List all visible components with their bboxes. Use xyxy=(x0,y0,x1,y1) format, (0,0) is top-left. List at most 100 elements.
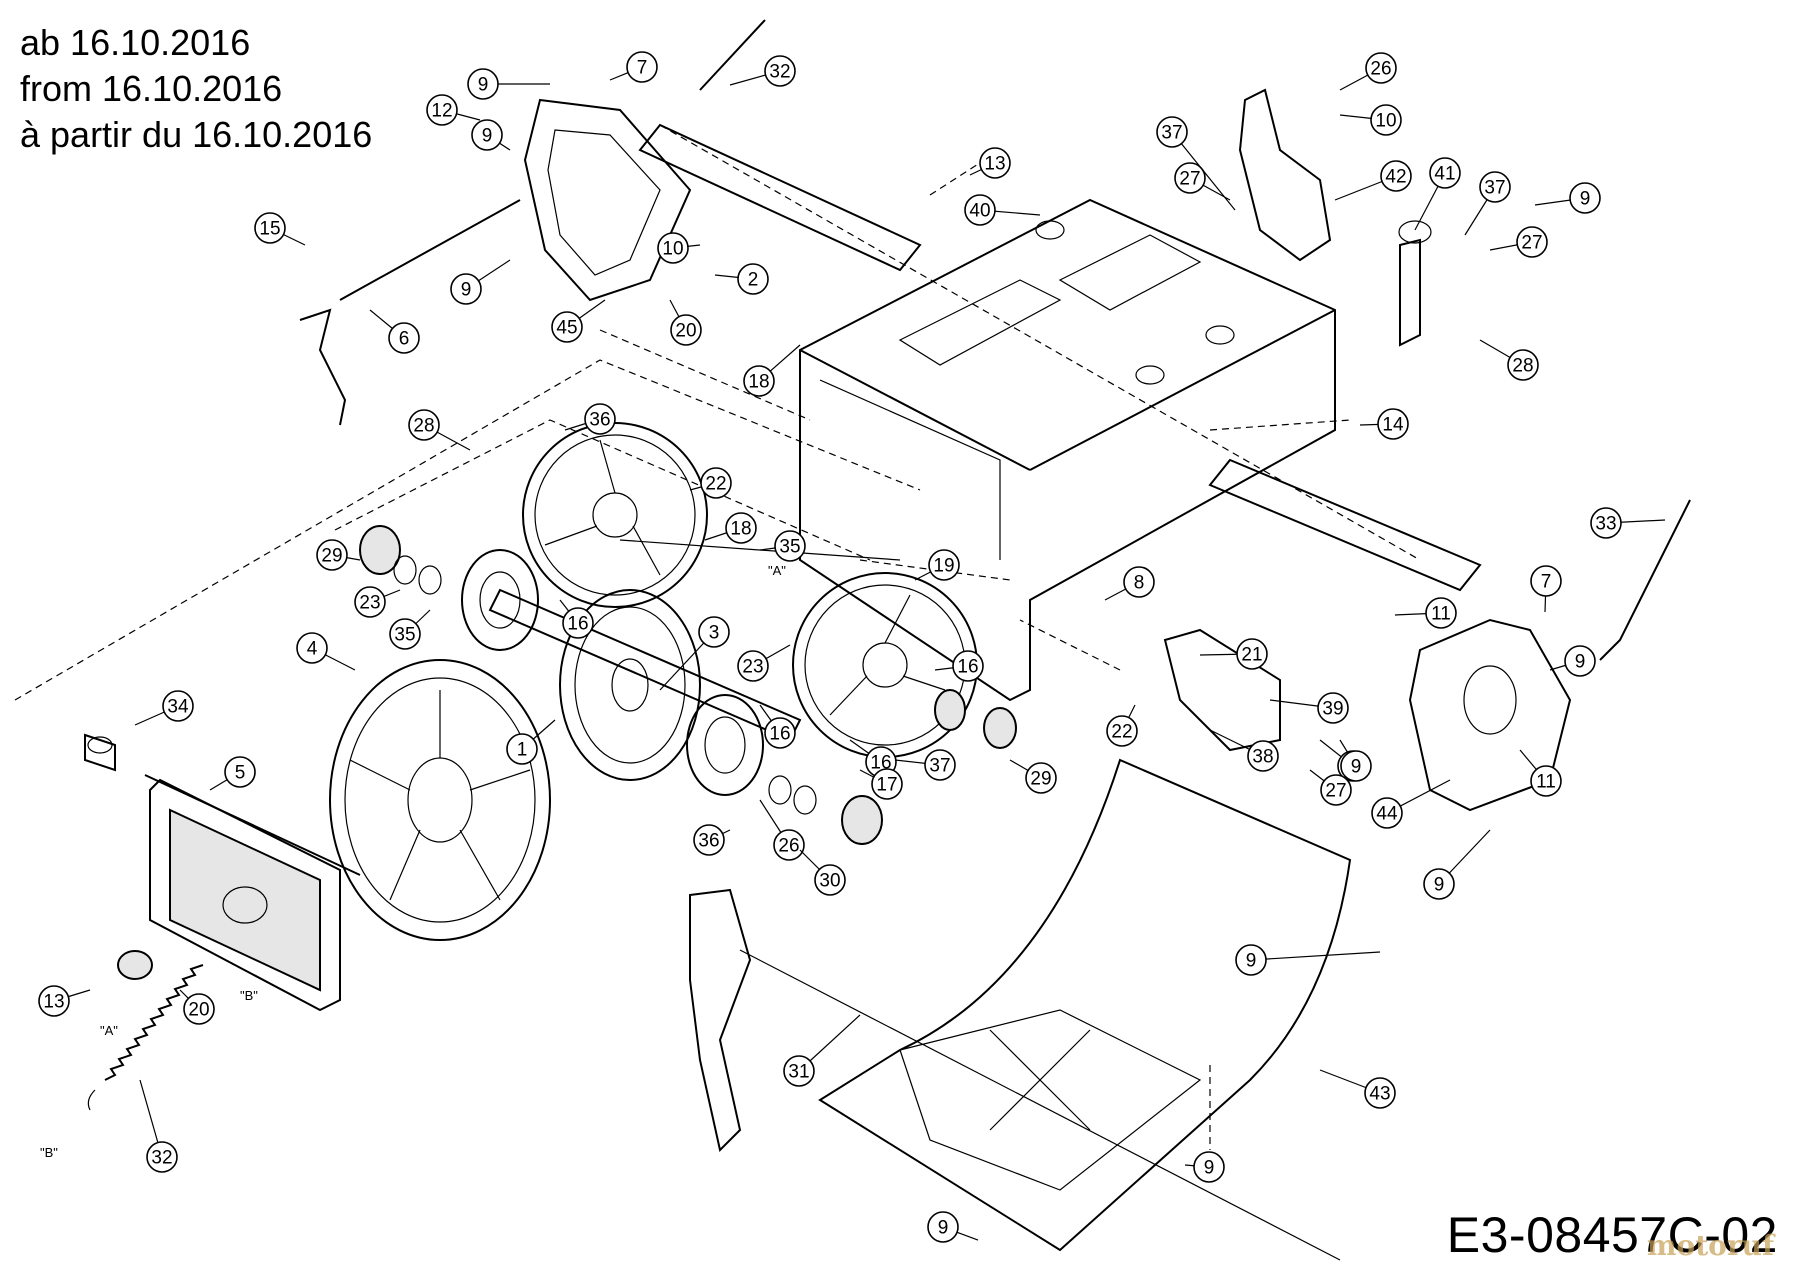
callout-5: 5 xyxy=(209,756,256,791)
callout-44: 44 xyxy=(1371,779,1451,829)
callout-27: 27 xyxy=(1489,226,1548,258)
callout-41: 41 xyxy=(1414,157,1461,231)
callout-number: 7 xyxy=(1541,572,1552,593)
callout-circle xyxy=(146,1141,178,1173)
callout-19: 19 xyxy=(914,549,960,581)
callout-6: 6 xyxy=(369,309,420,354)
callout-number: 14 xyxy=(1382,415,1404,436)
callout-number: 2 xyxy=(748,270,759,291)
callout-number: 17 xyxy=(876,775,897,796)
callout-40: 40 xyxy=(964,194,1041,226)
callout-number: 23 xyxy=(359,593,380,614)
callout-number: 15 xyxy=(259,219,280,240)
callout-9: 9 xyxy=(467,68,550,100)
callout-circle xyxy=(1569,182,1601,214)
callout-circle xyxy=(1371,797,1403,829)
callout-36: 36 xyxy=(693,824,731,856)
callout-number: 22 xyxy=(1111,722,1132,743)
callout-circle xyxy=(1429,157,1461,189)
validity-date-block: ab 16.10.2016 from 16.10.2016 à partir d… xyxy=(20,20,372,158)
callout-circle xyxy=(562,607,594,639)
callout-number: 34 xyxy=(167,697,189,718)
callout-circle xyxy=(773,829,805,861)
callout-32: 32 xyxy=(729,55,796,87)
callout-number: 41 xyxy=(1434,164,1455,185)
callout-circle xyxy=(584,403,616,435)
bracket-40 xyxy=(1398,220,1432,347)
date-line-fr: à partir du 16.10.2016 xyxy=(20,114,373,155)
callout-39: 39 xyxy=(1269,692,1349,724)
callout-number: 28 xyxy=(413,416,434,437)
callout-number: 16 xyxy=(957,657,978,678)
callout-15: 15 xyxy=(254,212,306,246)
callout-number: 9 xyxy=(461,280,472,301)
callout-circle xyxy=(254,212,286,244)
callout-circle xyxy=(408,409,440,441)
callout-10: 10 xyxy=(1339,104,1402,136)
drive-shaft xyxy=(488,539,901,742)
date-line-de: ab 16.10.2016 xyxy=(20,22,251,63)
callout-circle xyxy=(1193,1151,1225,1183)
callout-43: 43 xyxy=(1319,1069,1396,1109)
callout-9: 9 xyxy=(1235,944,1381,976)
callout-circle xyxy=(927,1211,959,1243)
callout-circle xyxy=(1365,52,1397,84)
callout-28: 28 xyxy=(408,409,471,451)
callout-number: 27 xyxy=(1325,781,1346,802)
callout-32: 32 xyxy=(139,1079,178,1173)
callout-37: 37 xyxy=(1464,171,1511,236)
callout-circle xyxy=(1156,116,1188,148)
callout-37: 37 xyxy=(1156,116,1236,211)
callout-9: 9 xyxy=(1184,1151,1225,1183)
callout-circle xyxy=(1516,226,1548,258)
callout-circle xyxy=(1530,565,1562,597)
callout-circle xyxy=(506,733,538,765)
callout-7: 7 xyxy=(609,51,658,83)
callout-number: 30 xyxy=(819,871,840,892)
callout-12: 12 xyxy=(426,94,481,126)
callout-circle xyxy=(1364,1077,1396,1109)
callout-circle xyxy=(450,273,482,305)
callout-26: 26 xyxy=(1339,52,1397,91)
callout-22: 22 xyxy=(1106,704,1138,747)
callout-number: 39 xyxy=(1322,699,1343,720)
callout-circle xyxy=(388,322,420,354)
top-axle xyxy=(638,123,1482,592)
callout-circle xyxy=(964,194,996,226)
large-gear-upper xyxy=(522,422,708,608)
callout-22: 22 xyxy=(689,467,732,499)
shifter-arm xyxy=(299,199,521,426)
callout-number: 4 xyxy=(307,639,318,660)
callout-number: 18 xyxy=(730,519,751,540)
callout-number: 36 xyxy=(698,831,719,852)
callout-circle xyxy=(1235,944,1267,976)
callout-1: 1 xyxy=(506,719,556,765)
callout-number: 13 xyxy=(43,992,64,1013)
callout-number: 32 xyxy=(769,62,790,83)
callout-circle xyxy=(1425,597,1457,629)
callout-circle xyxy=(1377,408,1409,440)
callout-circle xyxy=(467,68,499,100)
callout-number: 9 xyxy=(938,1218,949,1239)
callout-number: 23 xyxy=(742,657,763,678)
callout-circle xyxy=(774,530,806,562)
callout-number: 40 xyxy=(969,201,990,222)
callout-30: 30 xyxy=(799,849,846,896)
ref-mark-a-upper: "A" xyxy=(768,563,786,578)
callout-circle xyxy=(924,749,956,781)
callout-11: 11 xyxy=(1519,749,1562,797)
callout-17: 17 xyxy=(859,768,903,800)
date-line-en: from 16.10.2016 xyxy=(20,68,283,109)
callout-10: 10 xyxy=(657,232,701,264)
callout-leader xyxy=(1171,131,1236,211)
callout-number: 10 xyxy=(1375,111,1396,132)
callout-27: 27 xyxy=(1174,162,1231,201)
callout-number: 16 xyxy=(769,724,790,745)
callout-37: 37 xyxy=(894,749,956,781)
bearings xyxy=(359,525,1017,845)
friction-disc xyxy=(559,589,701,781)
watermark-logo: motoruf xyxy=(1646,1229,1774,1262)
callout-number: 1 xyxy=(517,740,528,761)
shift-bracket-38 xyxy=(1163,628,1281,752)
